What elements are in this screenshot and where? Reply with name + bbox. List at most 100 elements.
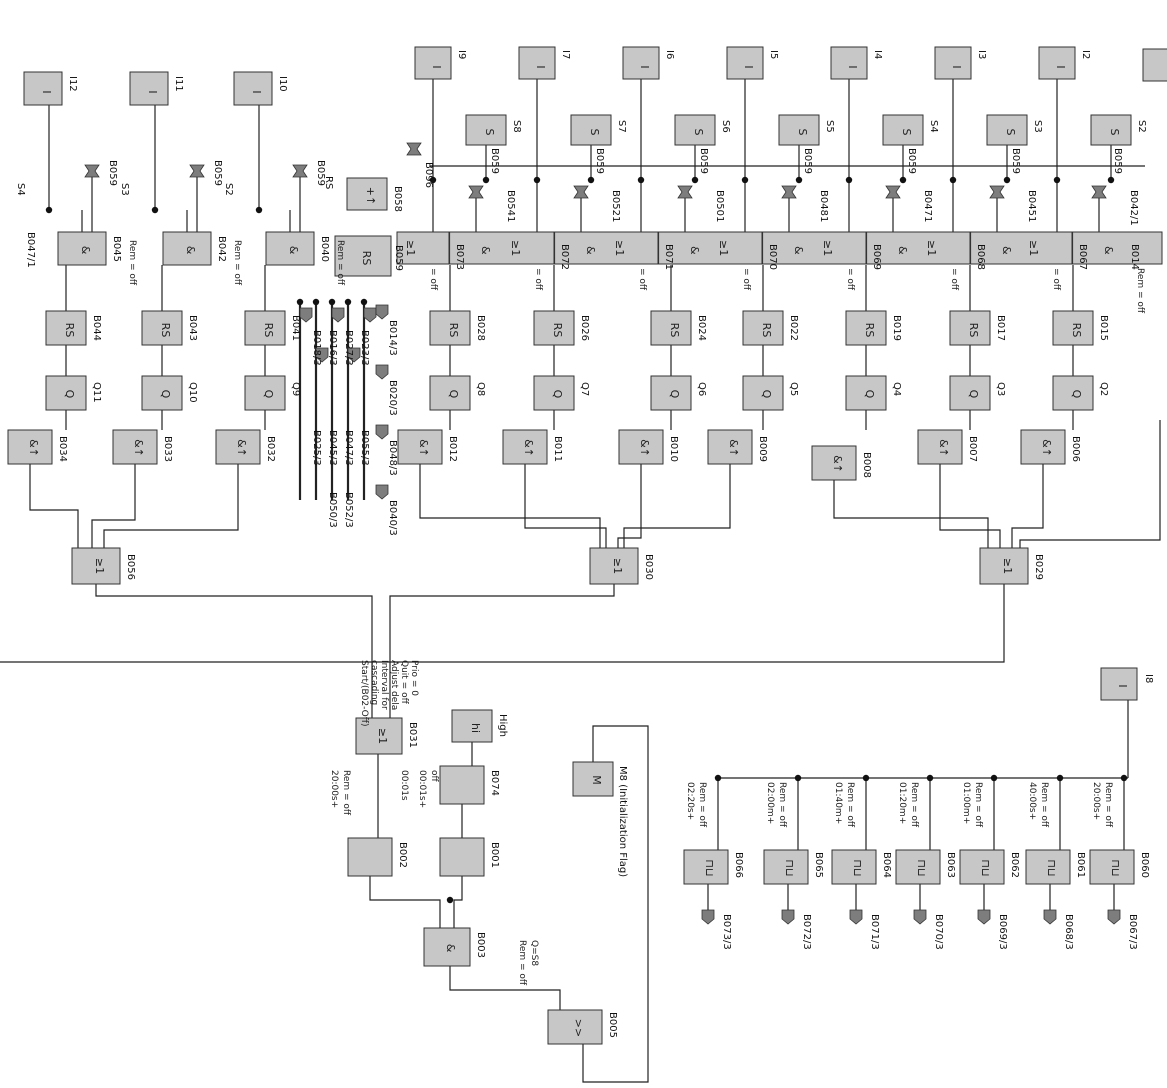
q-symbol: Q	[760, 390, 773, 399]
edge-symbol: &↑	[937, 439, 950, 457]
timer-note: Rem = off	[1039, 782, 1049, 828]
q-symbol: Q	[159, 390, 172, 399]
wire	[449, 966, 561, 1010]
note: Rem = off	[335, 240, 345, 286]
rs-symbol: RS	[551, 323, 564, 338]
edge-symbol: &↑	[727, 439, 740, 457]
timer-note: 01:20m+	[897, 782, 907, 824]
note: = off	[949, 268, 959, 291]
edge-symbol: &↑	[1040, 439, 1053, 457]
junction-dot	[990, 774, 998, 782]
edge-block	[397, 429, 443, 465]
connector-flag	[189, 164, 205, 178]
q-label: Q8	[475, 382, 486, 396]
rs-block	[429, 310, 471, 346]
high-block	[451, 709, 493, 743]
counter-symbol: +↑	[364, 187, 377, 205]
flag-label: B059	[1112, 148, 1123, 174]
b031-note: Interval for	[379, 660, 389, 710]
or-symbol: ≥1	[93, 558, 106, 574]
timer-symbol: ⊓⊔	[703, 859, 716, 876]
timer-label: B065	[813, 852, 824, 878]
timer-label: B066	[733, 852, 744, 878]
or-symbol: ≥1	[509, 240, 522, 256]
edge-block	[811, 445, 857, 481]
edge-block	[112, 429, 158, 465]
input-label: I8	[1143, 674, 1154, 683]
wire	[623, 464, 731, 548]
q-block	[429, 375, 471, 411]
connector-flag	[468, 185, 484, 199]
junction-dot	[899, 176, 907, 184]
q-block	[533, 375, 575, 411]
junction-dot	[862, 774, 870, 782]
and-symbol: &	[287, 246, 300, 255]
junction-dot	[1107, 176, 1115, 184]
or-block	[355, 717, 403, 755]
note: = off	[1051, 268, 1061, 291]
b002-note: Rem = off	[341, 770, 351, 816]
s-block	[465, 114, 507, 146]
junction-dot	[1056, 774, 1064, 782]
junction-dot	[587, 176, 595, 184]
or-symbol: ≥1	[611, 558, 624, 574]
or-symbol: ≥1	[1027, 240, 1040, 256]
and-label: B014	[1129, 244, 1140, 270]
timer-block	[959, 849, 1005, 885]
input-block	[233, 71, 273, 106]
counter-label: B058	[392, 186, 403, 212]
cluster-label: B020/3	[387, 380, 398, 416]
input-block	[23, 71, 63, 106]
input-symbol: I	[146, 90, 159, 93]
or-symbol: ≥1	[925, 240, 938, 256]
s-symbol: S	[1108, 129, 1121, 136]
b031-note: Prio = 0	[409, 660, 419, 696]
edge-block	[502, 429, 548, 465]
input-label: I6	[664, 50, 675, 59]
edge-symbol: &↑	[27, 439, 40, 457]
timer-symbol: ⊓⊔	[851, 859, 864, 876]
and-label: B045	[111, 236, 122, 262]
edge-symbol: &↑	[831, 455, 844, 473]
block-layer	[7, 46, 1167, 1045]
or-label: B029	[1033, 554, 1044, 580]
junction-dot	[344, 298, 352, 306]
input-label: I5	[768, 50, 779, 59]
input-symbol: I	[1116, 684, 1129, 687]
cluster-label: B023/3	[359, 330, 370, 366]
timer-note: 01:00m+	[961, 782, 971, 824]
rs-block	[949, 310, 991, 346]
q-symbol: Q	[63, 390, 76, 399]
junction-dot	[312, 298, 320, 306]
timer-label: B064	[881, 852, 892, 878]
gate-divider	[1071, 231, 1074, 265]
cluster-label: B040/3	[387, 500, 398, 536]
wire	[833, 480, 989, 548]
s-label: S7	[616, 120, 627, 133]
input-label: I4	[872, 50, 883, 59]
input-block	[622, 46, 660, 80]
wire	[369, 876, 441, 928]
or-label: B030	[643, 554, 654, 580]
or-symbol: ≥1	[821, 240, 834, 256]
input-symbol: I	[846, 65, 859, 68]
b002-label: B002	[397, 842, 408, 868]
b002-note: 20:00s+	[329, 770, 339, 808]
wire	[29, 464, 79, 548]
rs-label: B043	[187, 315, 198, 341]
rs-block	[45, 310, 87, 346]
q-block	[1052, 375, 1094, 411]
q-block	[45, 375, 87, 411]
cluster-label: B047/3	[343, 430, 354, 466]
and-block	[162, 231, 212, 266]
connector-flag	[363, 307, 377, 323]
connector-flag	[781, 909, 795, 925]
rs-symbol: RS	[668, 323, 681, 338]
rs-label: B017	[995, 315, 1006, 341]
q-block	[244, 375, 286, 411]
input-symbol: I	[250, 90, 263, 93]
q-label: Q11	[91, 382, 102, 403]
rs-block	[533, 310, 575, 346]
flag-label: B059	[1010, 148, 1021, 174]
input-symbol: I	[40, 90, 53, 93]
